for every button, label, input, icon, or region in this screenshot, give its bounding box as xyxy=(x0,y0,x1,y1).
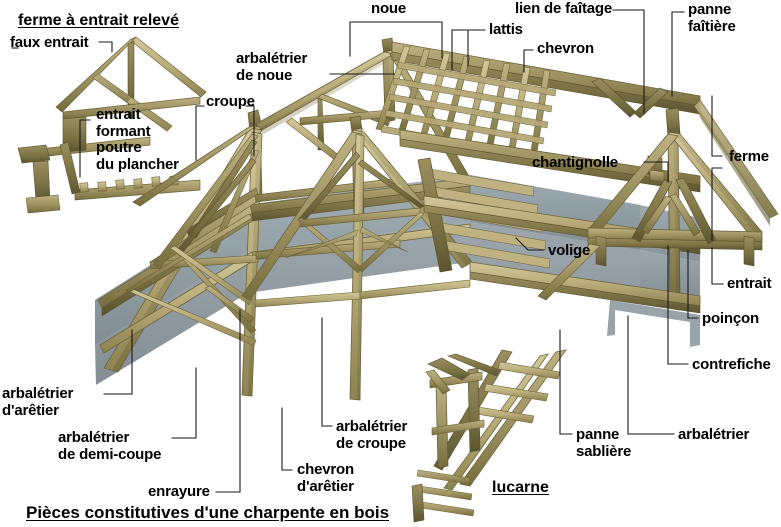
heading-ferme-entrait-releve: ferme à entrait relevé xyxy=(18,12,179,29)
label-enrayure: enrayure xyxy=(148,483,210,500)
label-entrait-formant-poutre: entrait formant poutre du plancher xyxy=(96,106,179,173)
right-slope xyxy=(375,41,779,273)
label-arbaletrier: arbalétrier xyxy=(678,426,750,443)
label-panne-sabliere: panne sablière xyxy=(576,426,632,460)
leader-poincon xyxy=(687,249,699,319)
label-arbaletrier-de-demi-coupe: arbalétrier de demi-coupe xyxy=(58,429,162,463)
label-chevron-d-aretier: chevron d'arêtier xyxy=(297,461,354,495)
label-panne-faitiere: panne faîtière xyxy=(688,1,736,35)
label-chantignolle: chantignolle xyxy=(532,154,618,171)
main-frame-noue xyxy=(241,37,473,401)
detail-truss-ferme-entrait-releve xyxy=(17,36,207,214)
leader-entrait-poutre xyxy=(79,119,91,178)
leader-entrait xyxy=(711,247,724,285)
end-truss-ferme xyxy=(469,107,763,314)
leader-faux-entrait xyxy=(98,41,113,53)
label-arbaletrier-de-croupe: arbalétrier de croupe xyxy=(336,418,408,452)
figure-caption: Pièces constitutives d'une charpente en … xyxy=(26,503,390,522)
label-chevron: chevron xyxy=(537,40,594,57)
leader-lien-faitage xyxy=(612,9,645,115)
label-poincon: poinçon xyxy=(702,310,759,327)
label-lien-de-faitage: lien de faîtage xyxy=(515,0,613,17)
leader-arbaletrier-demi-coupe xyxy=(171,367,197,439)
label-faux-entrait: faux entrait xyxy=(10,34,89,51)
leader-ferme-down xyxy=(711,167,723,241)
label-noue: noue xyxy=(371,0,407,17)
leader-contrefiche xyxy=(667,245,689,365)
leader-arbaletrier-aretier xyxy=(103,329,133,395)
leader-arbaletrier-right xyxy=(627,315,675,435)
leader-lines xyxy=(11,9,724,493)
leader-ferme-up xyxy=(711,95,723,157)
lucarne-detail xyxy=(411,349,567,523)
label-contrefiche: contrefiche xyxy=(692,356,771,373)
leader-croupe-2 xyxy=(245,105,255,157)
main-frame-croupe xyxy=(97,109,471,397)
leader-enrayure xyxy=(215,309,241,493)
label-lattis: lattis xyxy=(489,21,523,38)
label-arbaletrier-de-noue: arbalétrier de noue xyxy=(236,50,308,84)
leader-chevron-aretier xyxy=(281,407,293,471)
leader-volige xyxy=(515,237,545,251)
label-ferme: ferme xyxy=(729,148,769,165)
leader-chevron xyxy=(523,49,534,73)
label-arbaletrier-d-aretier: arbalétrier d'arêtier xyxy=(2,385,74,419)
leader-croupe xyxy=(195,105,205,161)
leader-chantignolle xyxy=(643,161,669,183)
leader-arbaletrier-croupe xyxy=(321,317,333,427)
leader-panne-sabliere xyxy=(559,329,573,435)
leader-lattis-b xyxy=(467,29,486,67)
leader-panne-faitiere xyxy=(671,11,685,97)
label-entrait: entrait xyxy=(727,275,772,292)
heading-lucarne: lucarne xyxy=(492,479,549,496)
label-croupe: croupe xyxy=(206,93,255,110)
label-volige: volige xyxy=(548,242,591,259)
